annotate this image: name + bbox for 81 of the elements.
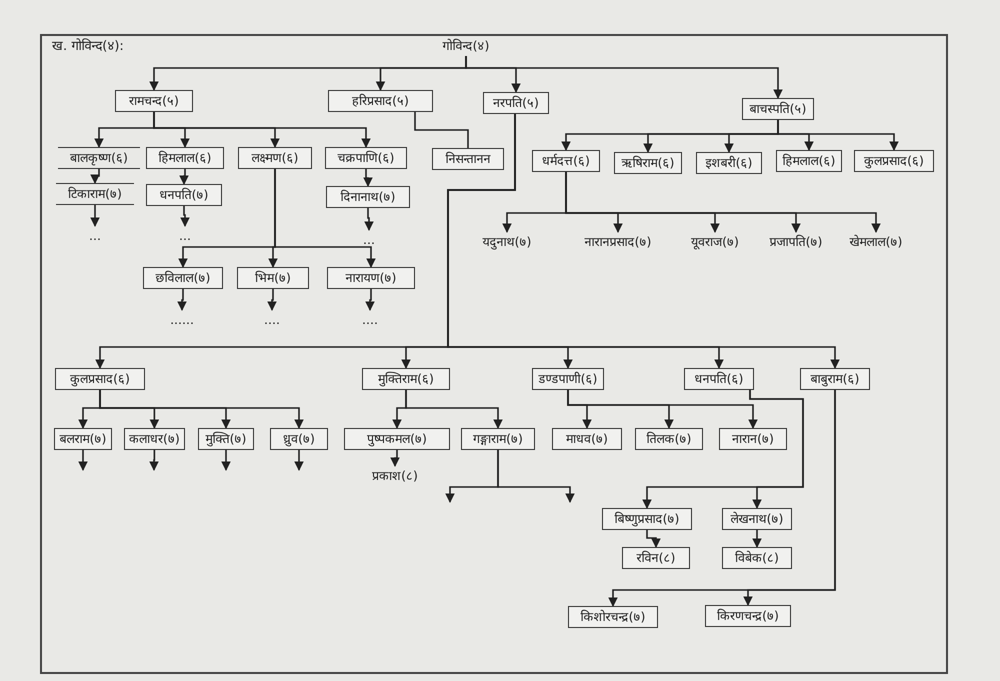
connector-arrow — [274, 169, 376, 268]
connector-arrow — [497, 450, 575, 503]
name-box: छविलाल(७) — [143, 267, 223, 289]
connector-arrow — [777, 120, 899, 151]
connector-arrow — [179, 169, 189, 185]
connector-arrow — [752, 530, 762, 548]
name-text: यूवराज(७) — [683, 232, 747, 252]
name-box: रविन(८) — [622, 547, 690, 569]
name-box: रामचन्द(५) — [115, 90, 193, 112]
connector-arrow — [646, 530, 661, 548]
name-box: ऋषिराम(६) — [614, 152, 682, 174]
connector-arrow — [749, 390, 804, 509]
connector-arrow — [405, 390, 503, 429]
name-label-ruled: टिकाराम(७) — [56, 183, 134, 205]
name-box: बिष्णुप्रसाद(७) — [602, 508, 692, 530]
name-box: मुक्ति(७) — [198, 428, 254, 450]
connector-arrow — [743, 390, 836, 606]
name-text: नारानप्रसाद(७) — [573, 232, 663, 252]
ellipsis-text: .... — [350, 310, 390, 330]
ellipsis-text: .... — [252, 310, 292, 330]
name-text: गोविन्द(४) — [428, 36, 504, 56]
name-box: गङ्गाराम(७) — [461, 428, 535, 450]
name-text: यदुनाथ(७) — [470, 232, 544, 252]
connector-arrow — [294, 450, 304, 471]
connector-arrow — [177, 289, 187, 311]
name-box: बाचस्पति(५) — [742, 98, 814, 120]
name-box: निसन्तानन — [432, 148, 504, 170]
connector-arrow — [90, 169, 100, 184]
name-text: प्रजापति(७) — [762, 232, 830, 252]
connector-arrow — [78, 450, 88, 471]
name-box: माधव(७) — [552, 428, 622, 450]
name-box: किरणचन्द्र(७) — [705, 605, 791, 627]
connector-arrow — [565, 172, 881, 233]
name-box: कलाधर(७) — [124, 428, 185, 450]
name-text: प्रकाश(८) — [358, 466, 432, 486]
name-box: तिलक(७) — [635, 428, 703, 450]
connector-arrow — [365, 289, 375, 311]
name-box: धर्मदत्त(६) — [532, 150, 600, 172]
name-box: डण्डपाणी(६) — [532, 368, 604, 390]
name-box: भिम(७) — [237, 267, 309, 289]
name-box: लक्ष्मण(६) — [238, 147, 312, 169]
connector-arrow — [364, 208, 374, 231]
ellipsis-text: ... — [168, 226, 202, 246]
connector-arrow — [90, 205, 100, 227]
name-box: दिनानाथ(७) — [326, 186, 410, 208]
name-box: लेखनाथ(७) — [722, 508, 792, 530]
name-box: हिमलाल(६) — [146, 147, 224, 169]
connector-arrow — [363, 169, 373, 187]
connector-arrow — [567, 390, 758, 429]
name-box: हरिप्रसाद(५) — [328, 90, 433, 112]
ellipsis-text: ... — [352, 230, 386, 250]
name-box: विबेक(८) — [722, 547, 792, 569]
name-box: बाबुराम(६) — [800, 368, 870, 390]
name-box: बलराम(७) — [54, 428, 112, 450]
connector-arrow — [149, 450, 159, 471]
name-box: चक्रपाणि(६) — [325, 147, 407, 169]
connector-arrow — [153, 112, 371, 148]
name-box: धनपति(७) — [146, 184, 222, 206]
name-box: धनपति(६) — [684, 368, 754, 390]
connector-arrow — [99, 390, 304, 429]
name-box: इशबरी(६) — [696, 152, 762, 174]
name-label-ruled: बालकृष्ण(६) — [58, 147, 140, 169]
name-box: नारान(७) — [719, 428, 787, 450]
name-text: खेमलाल(७) — [842, 232, 910, 252]
connector-arrow — [180, 206, 190, 227]
name-box: किशोरचन्द्र(७) — [568, 606, 658, 628]
name-box: कुलप्रसाद(६) — [854, 150, 934, 172]
name-box: नरपति(५) — [483, 92, 549, 114]
name-box: कुलप्रसाद(६) — [55, 368, 145, 390]
name-box: ध्रुव(७) — [270, 428, 328, 450]
name-box: मुक्तिराम(६) — [362, 368, 450, 390]
connector-arrow — [390, 450, 400, 467]
connector-arrow — [465, 56, 783, 99]
section-title: ख. गोविन्द(४): — [52, 38, 124, 56]
connector-arrow — [221, 450, 231, 471]
name-box: पुष्पकमल(७) — [344, 428, 450, 450]
ellipsis-text: ... — [78, 226, 112, 246]
name-box: नारायण(७) — [327, 267, 415, 289]
ellipsis-text: ...... — [160, 310, 204, 330]
name-box: हिमलाल(६) — [776, 150, 842, 172]
connector-arrow — [267, 289, 277, 311]
